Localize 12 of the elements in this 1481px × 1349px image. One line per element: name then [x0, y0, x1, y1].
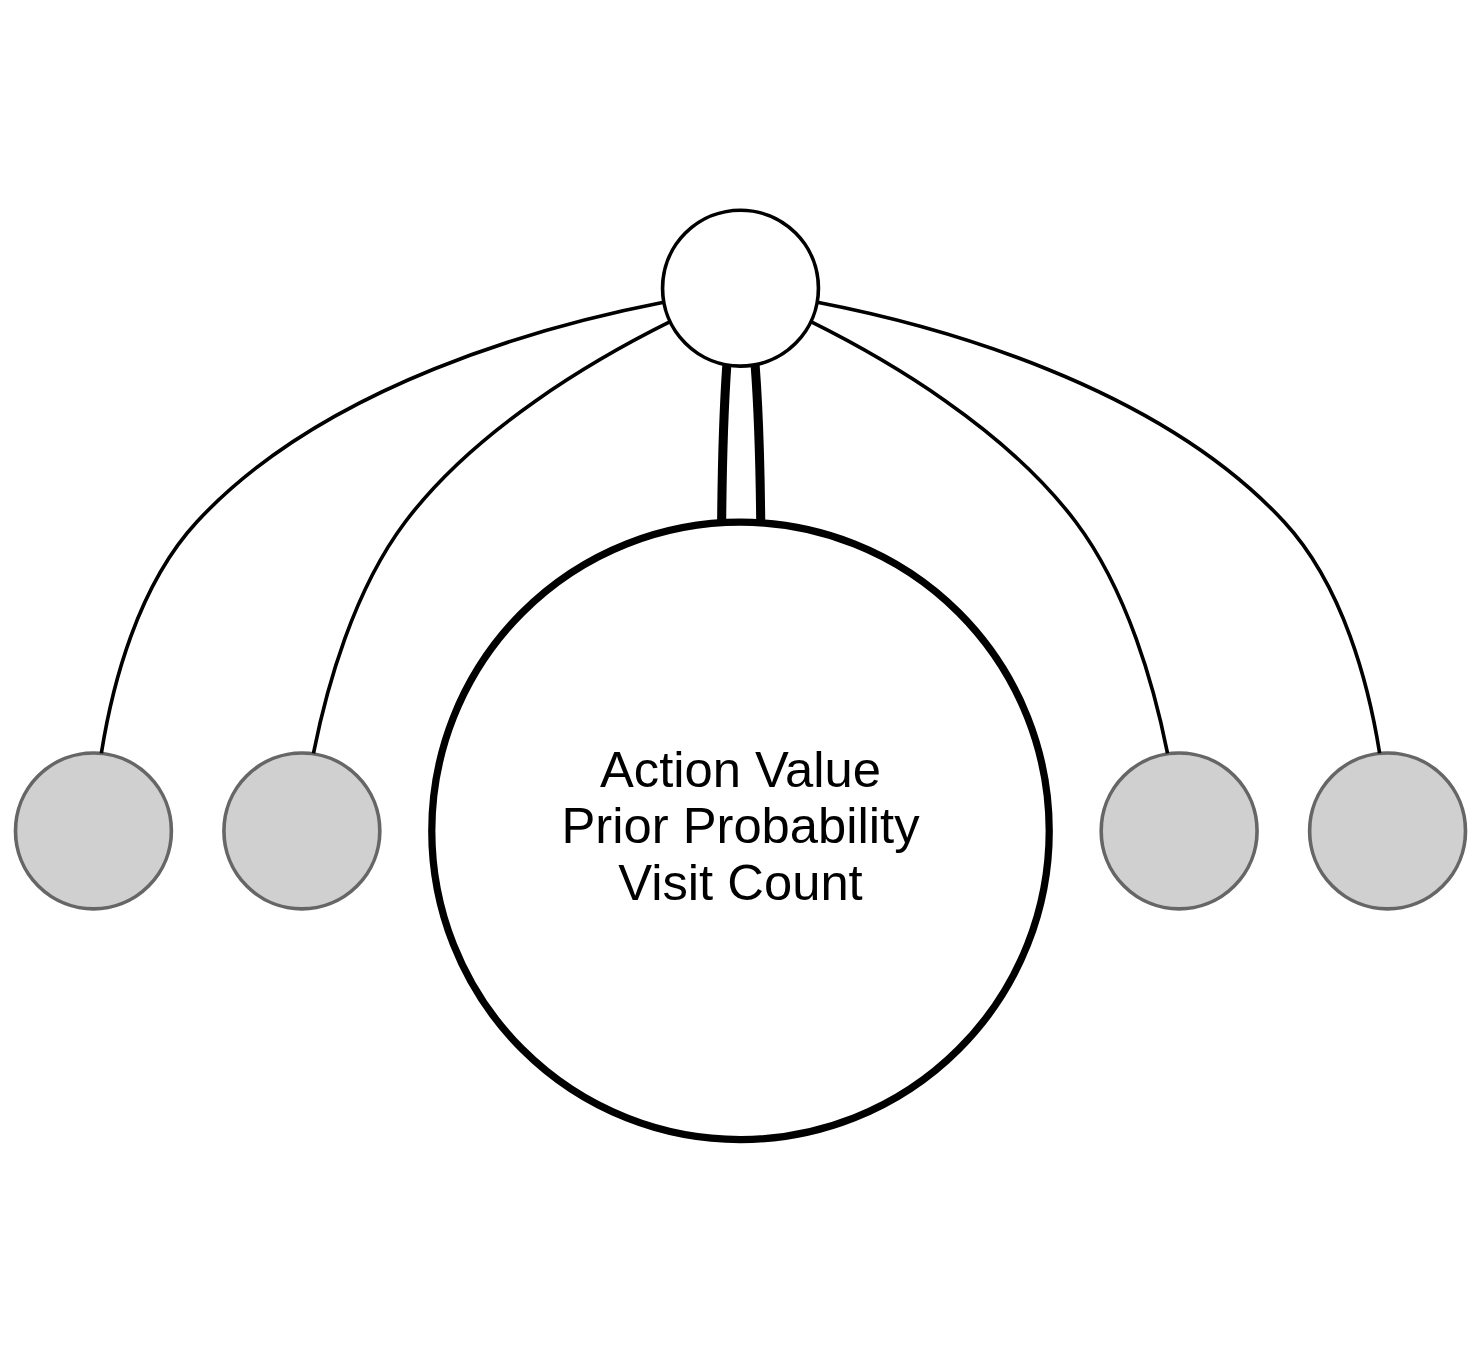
node-circle: Action Value Prior Probability Visit Count	[428, 518, 1053, 1143]
connector	[311, 319, 671, 754]
connector	[750, 364, 766, 523]
node-circle	[13, 750, 174, 911]
node-circle	[222, 750, 382, 911]
connector	[99, 300, 665, 754]
node-circle	[1099, 750, 1259, 911]
connector	[816, 300, 1382, 754]
node-circle	[660, 207, 821, 368]
connector	[810, 319, 1170, 754]
connector	[717, 364, 732, 522]
node-circle	[1307, 750, 1468, 911]
